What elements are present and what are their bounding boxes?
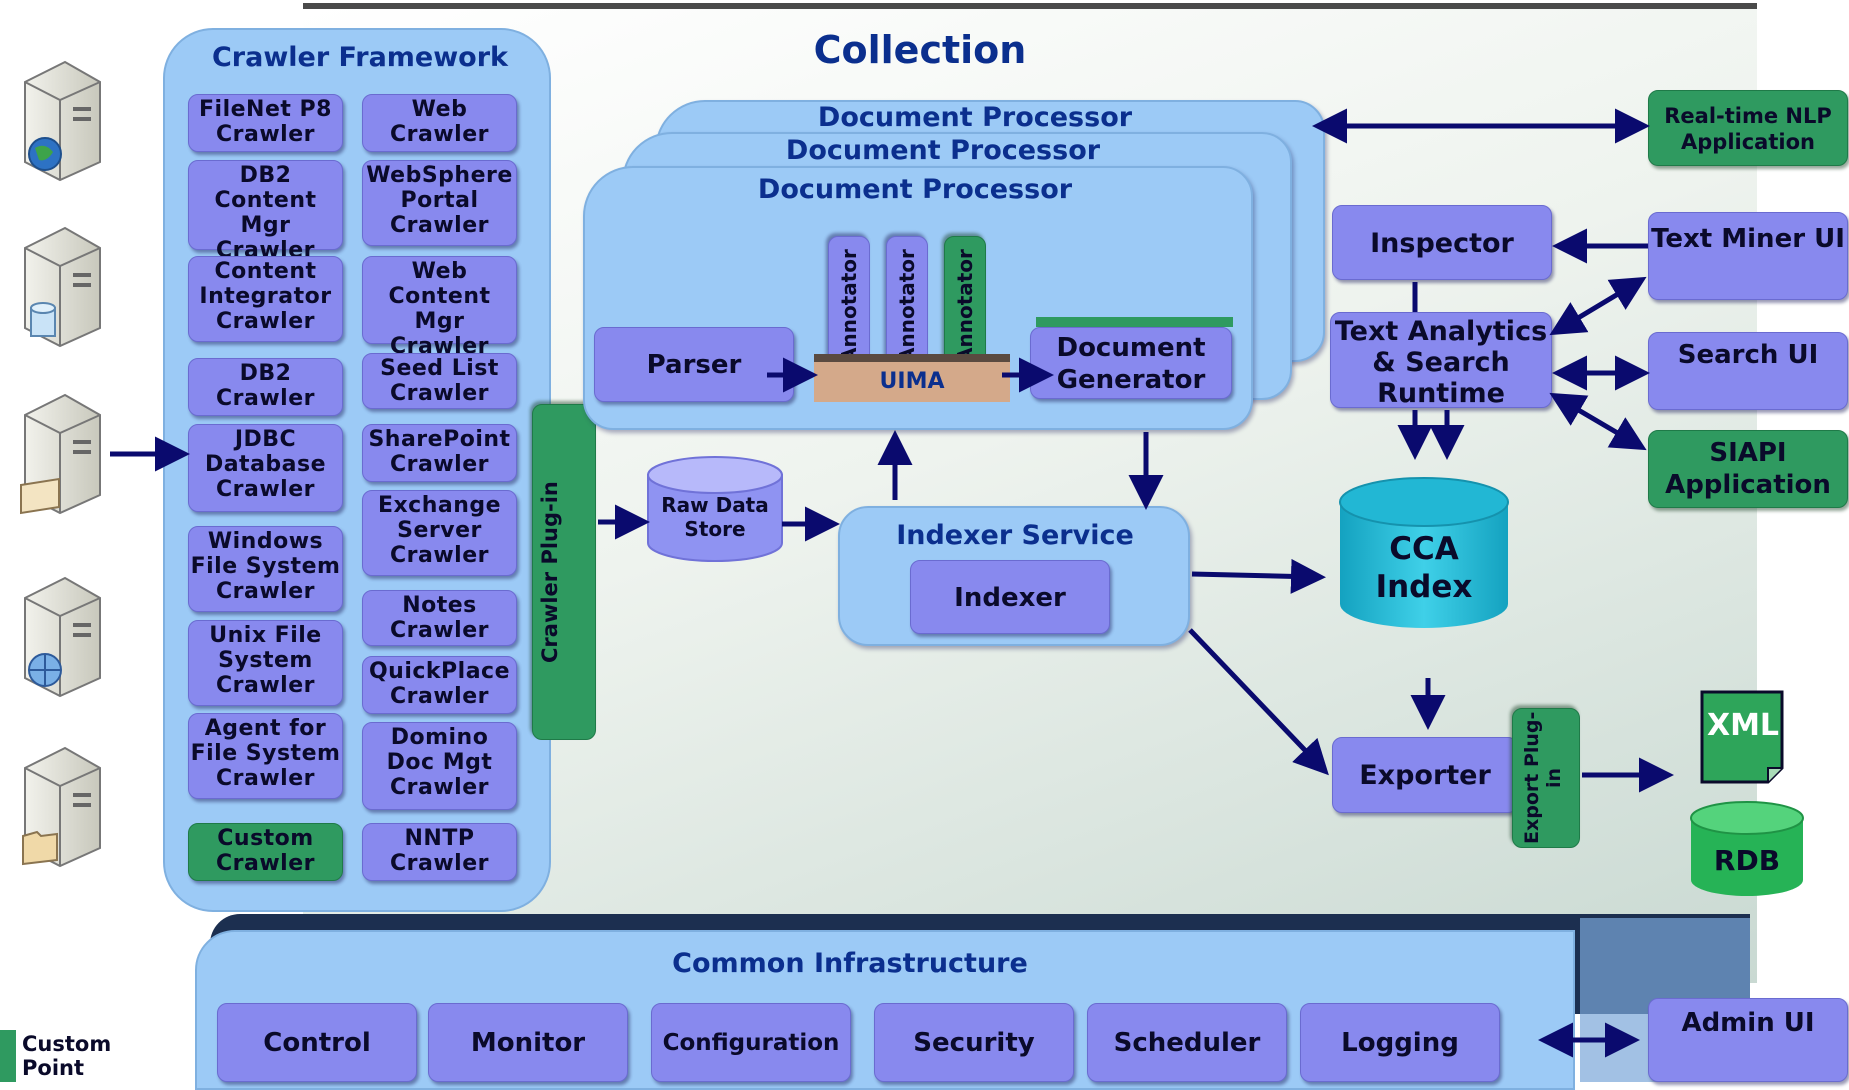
infra-logging: Logging: [1300, 1003, 1500, 1082]
document-processor-label-1: Document Processor: [757, 174, 1073, 205]
infra-security: Security: [874, 1003, 1074, 1082]
crawler-web: Web Crawler: [362, 94, 517, 152]
server-web-icon: [24, 576, 101, 698]
raw-data-store: [647, 456, 783, 562]
crawler-custom: Custom Crawler: [188, 823, 343, 881]
crawler-websphere-portal: WebSphere Portal Crawler: [362, 160, 517, 246]
crawler-quickplace: QuickPlace Crawler: [362, 656, 517, 714]
parser-box: Parser: [594, 327, 794, 402]
crawler-plugin-label: Crawler Plug-in: [538, 481, 562, 663]
uima-box: UIMA: [814, 354, 1010, 402]
server-mail-icon: [20, 393, 101, 515]
cca-index-cylinder: [1339, 477, 1509, 628]
document-generator-box: Document Generator: [1030, 327, 1232, 399]
exporter-box: Exporter: [1332, 737, 1518, 813]
annotator-1-label: Annotator: [837, 249, 861, 363]
indexer-box: Indexer: [910, 560, 1110, 634]
server-globe-icon: [24, 60, 101, 182]
crawler-jdbc-database: JDBC Database Crawler: [188, 424, 343, 512]
admin-ui: Admin UI: [1648, 998, 1848, 1082]
infra-configuration: Configuration: [651, 1003, 851, 1082]
legend-label: Custom Point: [22, 1032, 112, 1080]
xml-document-icon: [1700, 690, 1784, 784]
export-plugin-label: Export Plug-in: [1521, 711, 1565, 845]
crawler-sharepoint: SharePoint Crawler: [362, 424, 517, 482]
document-generator-custom-bar: [1036, 317, 1233, 327]
server-folder-icon: [22, 746, 101, 868]
runtime-box: Text Analytics & Search Runtime: [1330, 312, 1552, 409]
collection-title: Collection: [813, 28, 1027, 72]
legend-swatch: [0, 1030, 16, 1082]
server-icons: [20, 60, 101, 868]
crawler-framework-title: Crawler Framework: [211, 42, 509, 73]
rdb-label: RDB: [1713, 844, 1781, 877]
export-plugin: Export Plug-in: [1512, 708, 1580, 848]
crawler-notes: Notes Crawler: [362, 590, 517, 646]
siapi-app: SIAPI Application: [1648, 430, 1848, 508]
infra-monitor: Monitor: [428, 1003, 628, 1082]
server-database-icon: [24, 226, 101, 348]
crawler-web-content-mgr: Web Content Mgr Crawler: [362, 256, 517, 359]
annotator-3-label: Annotator: [953, 249, 977, 363]
crawler-windows-file-system: Windows File System Crawler: [188, 526, 343, 612]
document-processor-label-3: Document Processor: [817, 102, 1133, 133]
search-ui: Search UI: [1648, 332, 1848, 410]
crawler-exchange-server: Exchange Server Crawler: [362, 490, 517, 576]
crawler-db2: DB2 Crawler: [188, 358, 343, 416]
xml-label: XML: [1706, 708, 1780, 743]
crawler-db2-content-mgr: DB2 Content Mgr Crawler: [188, 160, 343, 263]
crawler-unix-file-system: Unix File System Crawler: [188, 620, 343, 706]
crawler-agent-file-system: Agent for File System Crawler: [188, 713, 343, 799]
crawler-filenet-p8: FileNet P8 Crawler: [188, 94, 343, 152]
crawler-content-integrator: Content Integrator Crawler: [188, 256, 343, 342]
infra-scheduler: Scheduler: [1087, 1003, 1287, 1082]
raw-data-store-label: Raw Data Store: [661, 493, 769, 541]
indexer-service-title: Indexer Service: [896, 520, 1134, 551]
crawler-nntp: NNTP Crawler: [362, 823, 517, 881]
text-miner-ui: Text Miner UI: [1648, 212, 1848, 300]
crawler-plugin: Crawler Plug-in: [532, 404, 596, 740]
realtime-nlp-app: Real-time NLP Application: [1648, 90, 1848, 166]
inspector-box: Inspector: [1332, 205, 1552, 280]
annotator-2-label: Annotator: [895, 249, 919, 363]
common-infrastructure-title: Common Infrastructure: [672, 948, 1028, 979]
crawler-domino-doc-mgt: Domino Doc Mgt Crawler: [362, 722, 517, 810]
cca-index-label: CCA Index: [1375, 531, 1473, 605]
rdb-cylinder: [1690, 801, 1804, 896]
document-processor-label-2: Document Processor: [785, 135, 1101, 166]
infra-control: Control: [217, 1003, 417, 1082]
crawler-seed-list: Seed List Crawler: [362, 353, 517, 409]
